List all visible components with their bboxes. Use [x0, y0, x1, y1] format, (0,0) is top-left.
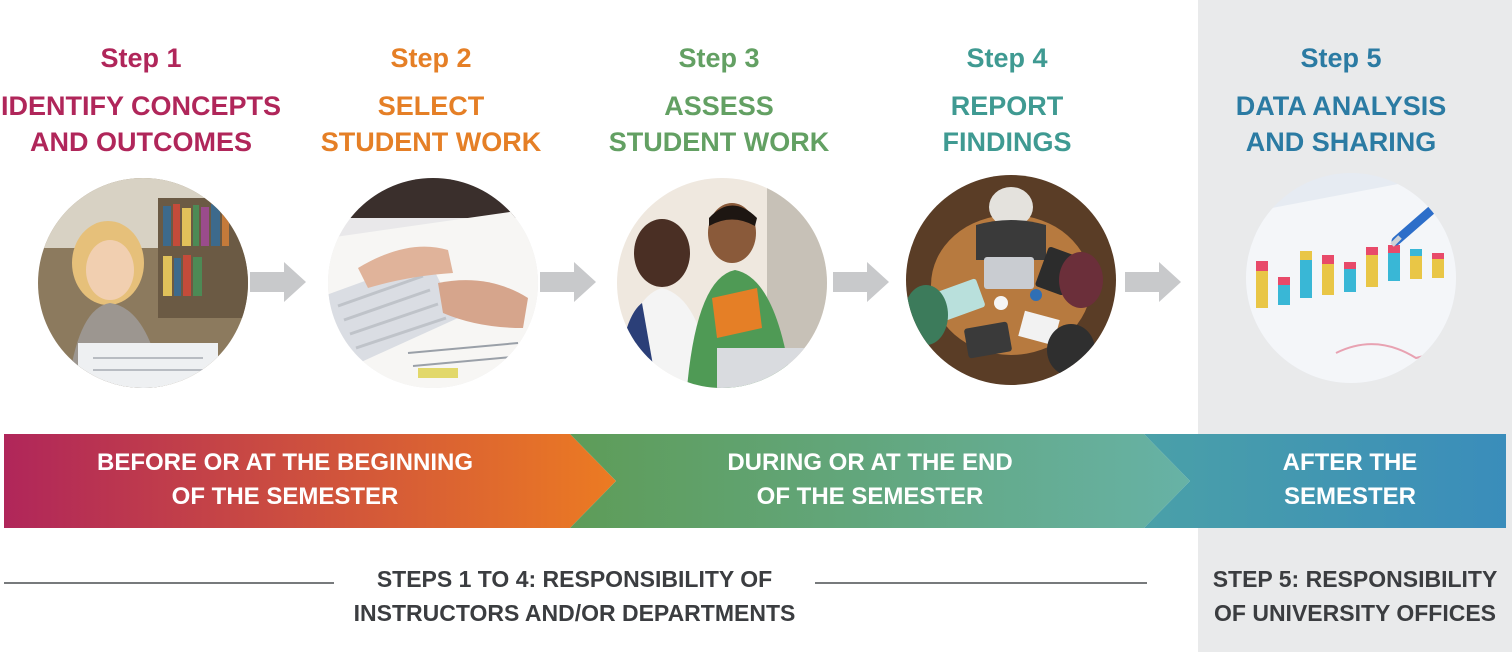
- step-3-title-line2: STUDENT WORK: [608, 127, 830, 157]
- responsibility-instructors-line1: STEPS 1 TO 4: RESPONSIBILITY OF: [376, 566, 773, 592]
- responsibility-instructors-line2: INSTRUCTORS AND/OR DEPARTMENTS: [353, 600, 796, 626]
- step-5-number: Step 5: [1300, 43, 1382, 73]
- step-2-title-line2: STUDENT WORK: [320, 127, 542, 157]
- timeline-label-1-line2: OF THE SEMESTER: [171, 483, 399, 510]
- timeline-label-3-line1: AFTER THE: [1282, 449, 1418, 476]
- step-5-title: DATA ANALYSIS AND SHARING: [1191, 88, 1491, 160]
- timeline-label-2: DURING OR AT THE END OF THE SEMESTER: [650, 446, 1090, 514]
- timeline-label-2-line2: OF THE SEMESTER: [756, 483, 984, 510]
- step-1-number: Step 1: [100, 43, 182, 73]
- responsibility-university-line1: STEP 5: RESPONSIBILITY: [1212, 566, 1498, 592]
- divider-left: [4, 582, 334, 584]
- step-5: Step 5 DATA ANALYSIS AND SHARING: [1191, 40, 1491, 160]
- step-2-title-line1: SELECT: [377, 91, 485, 121]
- arrow-right-icon: [1125, 262, 1181, 302]
- timeline-segment-2: [570, 434, 1190, 528]
- step-4-number: Step 4: [966, 43, 1048, 73]
- timeline-label-1-line1: BEFORE OR AT THE BEGINNING: [96, 449, 473, 476]
- step-3-title: ASSESS STUDENT WORK: [569, 88, 869, 160]
- divider-right: [815, 582, 1147, 584]
- step-2: Step 2 SELECT STUDENT WORK: [281, 40, 581, 160]
- step-2-title: SELECT STUDENT WORK: [281, 88, 581, 160]
- step-3-photo: [617, 178, 827, 388]
- timeline-label-3: AFTER THE SEMESTER: [1220, 446, 1480, 514]
- step-1-title: IDENTIFY CONCEPTS AND OUTCOMES: [0, 88, 291, 160]
- timeline-label-2-line1: DURING OR AT THE END: [727, 449, 1013, 476]
- step-4-photo: [906, 175, 1116, 385]
- step-4-title-line1: REPORT: [950, 91, 1064, 121]
- responsibility-university-line2: OF UNIVERSITY OFFICES: [1214, 600, 1496, 626]
- step-1-photo: [38, 178, 248, 388]
- step-1-title-line1: IDENTIFY CONCEPTS: [0, 91, 282, 121]
- arrow-right-icon: [250, 262, 306, 302]
- step-5-photo: [1246, 173, 1456, 383]
- step-2-number: Step 2: [390, 43, 472, 73]
- timeline-label-3-line2: SEMESTER: [1283, 483, 1417, 510]
- timeline-label-1: BEFORE OR AT THE BEGINNING OF THE SEMEST…: [60, 446, 510, 514]
- timeline-segment-3: [1144, 434, 1506, 528]
- responsibility-instructors: STEPS 1 TO 4: RESPONSIBILITY OF INSTRUCT…: [334, 562, 815, 630]
- step-4-title-line2: FINDINGS: [942, 127, 1072, 157]
- step-1-title-line2: AND OUTCOMES: [30, 127, 252, 157]
- step-2-photo: [328, 178, 538, 388]
- step-3-title-line1: ASSESS: [664, 91, 774, 121]
- responsibility-university: STEP 5: RESPONSIBILITY OF UNIVERSITY OFF…: [1198, 562, 1512, 630]
- timeline-segment-1: [4, 434, 616, 528]
- step-1: Step 1 IDENTIFY CONCEPTS AND OUTCOMES: [0, 40, 291, 160]
- step-4-title: REPORT FINDINGS: [857, 88, 1157, 160]
- step-4: Step 4 REPORT FINDINGS: [857, 40, 1157, 160]
- timeline-band: [4, 434, 1506, 528]
- step-3: Step 3 ASSESS STUDENT WORK: [569, 40, 869, 160]
- step-3-number: Step 3: [678, 43, 760, 73]
- arrow-right-icon: [540, 262, 596, 302]
- arrow-right-icon: [833, 262, 889, 302]
- step-5-title-line1: DATA ANALYSIS: [1235, 91, 1447, 121]
- step-5-title-line2: AND SHARING: [1245, 127, 1437, 157]
